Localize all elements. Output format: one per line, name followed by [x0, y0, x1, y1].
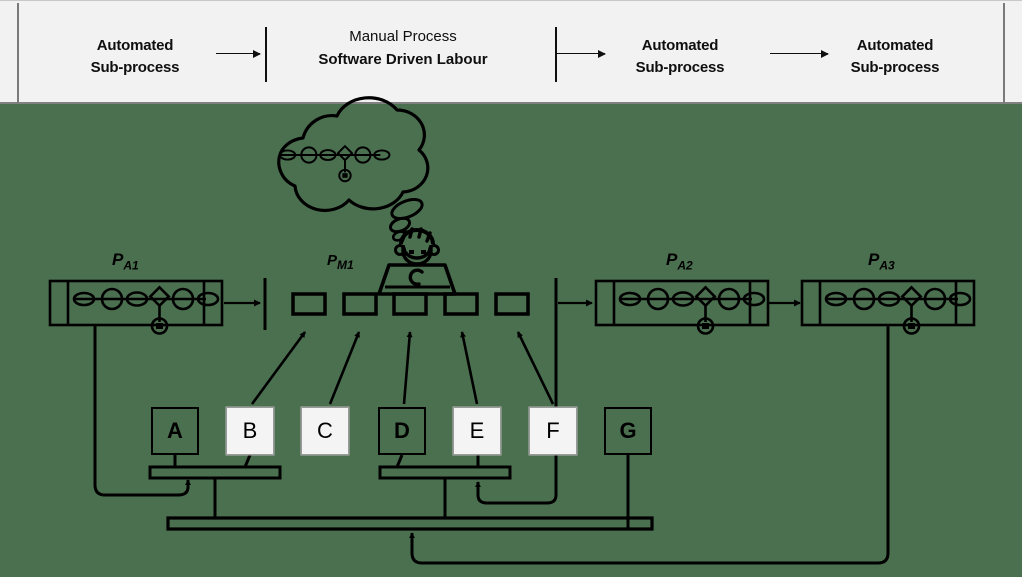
- header-label-automated-1: Automated Sub-process: [60, 35, 210, 79]
- header-label-automated-1-line2: Sub-process: [90, 58, 180, 76]
- arrow-d-to-task3: [402, 331, 413, 405]
- letter-box-f[interactable]: F: [529, 407, 577, 455]
- arrow-f-to-task5: [516, 331, 555, 405]
- header-label-automated-2: Automated Sub-process: [605, 35, 755, 79]
- pipeline-label-pa3: PA3: [868, 250, 895, 272]
- manual-task-2: [342, 292, 378, 316]
- letter-box-e[interactable]: E: [453, 407, 501, 455]
- merge-bar-left: [148, 465, 282, 480]
- task-feed-arrows: [250, 331, 555, 405]
- merge-bar-right: [378, 465, 512, 480]
- stem-d: [395, 454, 404, 468]
- header-left-rule: [17, 3, 19, 103]
- arrow-e-to-task4: [460, 331, 479, 405]
- header-label-automated-2-line2: Sub-process: [635, 58, 725, 76]
- letter-box-a[interactable]: A: [151, 407, 199, 455]
- manual-task-3: [392, 292, 428, 316]
- header-label-automated-3-line2: Sub-process: [850, 58, 940, 76]
- header-label-automated-1-line1: Automated: [96, 37, 174, 54]
- pipeline-label-pa3-base: P: [868, 250, 880, 269]
- header-divider-2: [555, 27, 557, 82]
- main-bus-bar: [166, 516, 654, 531]
- pipeline-label-pm1-base: P: [327, 252, 338, 269]
- manual-task-boxes[interactable]: [291, 292, 530, 316]
- letter-box-g[interactable]: G: [604, 407, 652, 455]
- feedback-pa1-to-merge-left: [93, 325, 191, 497]
- header-divider-1: [265, 27, 267, 82]
- header-label-automated-3-line1: Automated: [856, 37, 934, 54]
- letter-box-d[interactable]: D: [378, 407, 426, 455]
- manual-task-1: [291, 292, 327, 316]
- pipeline-label-pa2-sub: A2: [677, 258, 693, 273]
- header-label-manual-line1: Manual Process: [349, 28, 457, 45]
- pipeline-label-pa1: PA1: [112, 250, 139, 272]
- mini-flowchart-icon: [824, 286, 972, 335]
- header-label-manual: Manual Process Software Driven Labour: [278, 26, 528, 71]
- pipeline-label-pm1: PM1: [327, 252, 354, 272]
- letter-box-b[interactable]: B: [226, 407, 274, 455]
- manual-task-4: [443, 292, 479, 316]
- header-right-rule: [1003, 3, 1005, 103]
- pipeline-pa2[interactable]: [594, 279, 770, 335]
- pipeline-label-pa1-base: P: [112, 250, 124, 269]
- person-at-laptop-icon: [377, 227, 457, 296]
- pipeline-label-pa2-base: P: [666, 250, 678, 269]
- stem-b: [243, 454, 252, 468]
- feedback-pa3-to-bus: [409, 325, 890, 565]
- manual-task-5: [494, 292, 530, 316]
- letter-box-stems: [173, 454, 630, 529]
- arrow-c-to-task2: [328, 331, 361, 405]
- header-arrow-1: [216, 49, 261, 58]
- pipeline-label-pa3-sub: A3: [879, 258, 895, 273]
- header-arrow-3: [770, 49, 829, 58]
- header-band: Automated Sub-process Manual Process Sof…: [0, 0, 1022, 104]
- feedback-pa2-to-merge-right: [475, 325, 558, 505]
- arrow-b-to-task1: [250, 331, 307, 405]
- thought-cloud-icon: [277, 96, 430, 242]
- mini-flowchart-icon: [618, 286, 766, 335]
- header-label-automated-3: Automated Sub-process: [820, 35, 970, 79]
- cloud-flowchart-icon: [279, 145, 391, 183]
- pipeline-pa1[interactable]: [48, 279, 224, 335]
- pipeline-label-pa2: PA2: [666, 250, 693, 272]
- pipeline-label-pa1-sub: A1: [123, 258, 139, 273]
- header-label-automated-2-line1: Automated: [641, 37, 719, 54]
- header-arrow-2: [557, 49, 606, 58]
- header-label-manual-line2: Software Driven Labour: [318, 50, 488, 68]
- letter-box-c[interactable]: C: [301, 407, 349, 455]
- pipeline-label-pm1-sub: M1: [337, 258, 354, 272]
